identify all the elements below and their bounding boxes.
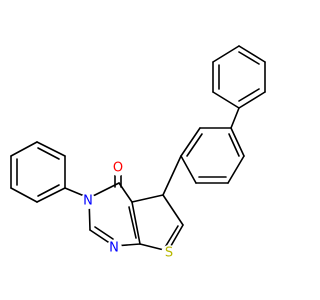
bond (162, 155, 182, 196)
bond (212, 91, 240, 109)
bond (128, 206, 137, 239)
bond (180, 155, 197, 184)
bond (180, 127, 201, 157)
bond (36, 141, 66, 157)
bonds (10, 45, 266, 252)
chemical-structure-diagram: O N N S (10, 45, 266, 261)
bond (162, 194, 184, 226)
bond (238, 51, 260, 65)
bond (230, 107, 240, 129)
oxygen-atom-label: O (113, 161, 123, 176)
bond (212, 45, 240, 63)
bond (37, 184, 60, 197)
atom-labels: O N N S (80, 160, 177, 261)
bond (186, 133, 203, 157)
nitrogen-1-atom-label: N (109, 241, 119, 256)
nitrogen-3-atom-label: N (83, 194, 93, 209)
bond (88, 182, 120, 199)
bond (36, 187, 66, 203)
bond (238, 91, 266, 109)
bond (131, 194, 164, 203)
bond (10, 141, 38, 157)
bond (238, 88, 260, 102)
bond (37, 147, 60, 160)
bond (163, 225, 179, 250)
bond (94, 226, 114, 240)
bond (227, 155, 245, 184)
bond (228, 133, 240, 157)
bond (230, 127, 245, 157)
bond (238, 45, 266, 63)
sulfur-atom-label: S (165, 246, 173, 261)
bond (131, 201, 141, 245)
bond (10, 187, 38, 203)
